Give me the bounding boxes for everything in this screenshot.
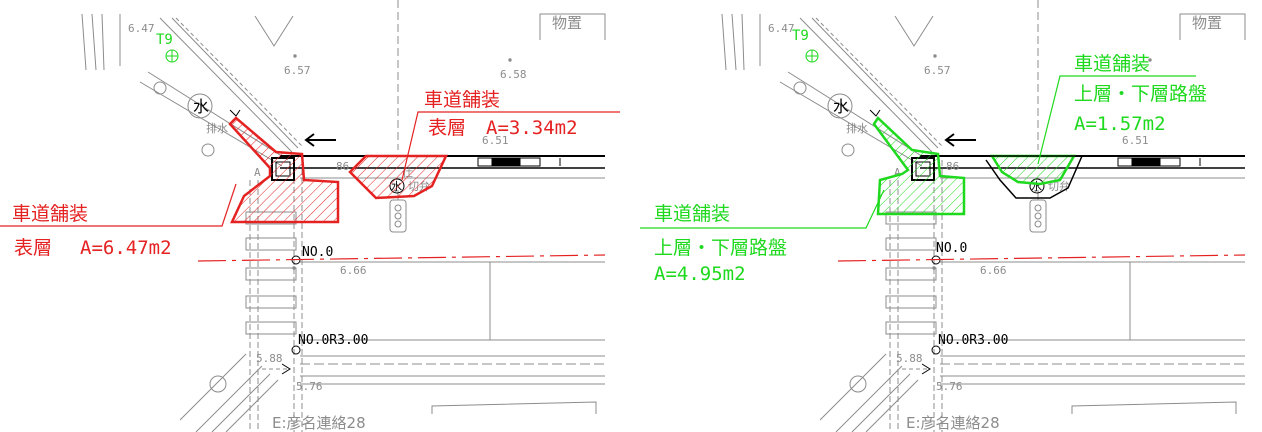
water-symbol: 水 <box>833 97 849 116</box>
right-plan-panel: 6.47 6.57 6.51 6.66 5.88 5.76 86 A 排水 切弁… <box>640 0 1246 432</box>
elevation-label: 5.76 <box>936 380 963 393</box>
label-a-area: A=1.57m2 <box>1074 113 1166 135</box>
label-b-area: A=6.47m2 <box>80 237 172 259</box>
label-a-area: A=3.34m2 <box>486 117 578 139</box>
grid-label: E:彦名連絡28 <box>906 414 1000 432</box>
area-a-outline <box>985 155 1084 199</box>
label-a-line1: 車道舗装 <box>1074 53 1150 75</box>
elevation-label: 86 <box>946 160 959 173</box>
elevation-label: 6.57 <box>284 64 311 77</box>
elevation-label: 6.66 <box>980 264 1007 277</box>
leader-line-b <box>640 189 885 229</box>
tree-marker: T9 <box>156 32 179 63</box>
station-label: NO.0R3.00 <box>298 333 368 348</box>
elevation-label: 6.66 <box>340 264 367 277</box>
water-symbol-small: 水 <box>1031 180 1042 193</box>
label-a-line2: 表層 <box>428 117 466 139</box>
pavement-area-b <box>228 116 340 224</box>
elevation-label: 6.58 <box>500 68 527 81</box>
elevation-label: 6.47 <box>128 22 155 35</box>
elevation-label: 5.88 <box>896 352 923 365</box>
tree-label: T9 <box>156 32 173 48</box>
center-line <box>197 254 606 262</box>
elevation-label: 5.88 <box>256 352 283 365</box>
a-mark: A <box>254 166 261 179</box>
label-b-line1: 車道舗装 <box>12 203 88 225</box>
grid-label: E:彦名連絡28 <box>272 414 366 432</box>
pavement-area-a <box>348 154 448 200</box>
building-label: 物置 <box>552 14 582 32</box>
tree-label: T9 <box>792 28 809 44</box>
a-mark: A <box>894 166 901 179</box>
tree-marker: T9 <box>792 28 819 63</box>
label-b-area: A=4.95m2 <box>654 263 746 285</box>
station-label: NO.0R3.00 <box>938 333 1008 348</box>
base-drawing <box>721 0 1246 432</box>
building-label: 物置 <box>1192 14 1222 32</box>
station-label: NO.0 <box>302 245 333 260</box>
base-drawing <box>81 0 606 432</box>
label-a-line2: 上層・下層路盤 <box>1074 83 1207 105</box>
station-label: NO.0 <box>936 241 967 256</box>
label-b-line2: 上層・下層路盤 <box>654 237 787 259</box>
leader-line-a <box>401 111 620 181</box>
elevation-label: 6.51 <box>1122 134 1149 147</box>
drain-label: 排水 <box>846 121 868 135</box>
elevation-label: 6.51 <box>482 134 509 147</box>
elevation-label: 6.47 <box>768 22 795 35</box>
drain-label: 排水 <box>206 121 228 135</box>
elevation-label: 6.57 <box>924 64 951 77</box>
water-symbol: 水 <box>193 97 209 116</box>
leader-line-b <box>0 183 237 227</box>
label-b-line1: 車道舗装 <box>654 203 730 225</box>
subbase-area-b <box>872 116 966 216</box>
elevation-label: 86 <box>336 160 349 173</box>
label-b-line2: 表層 <box>14 237 52 259</box>
base-labels: 6.47 6.57 6.58 6.51 6.66 5.88 5.76 86 A … <box>128 14 582 432</box>
base-labels: 6.47 6.57 6.51 6.66 5.88 5.76 86 A 排水 切弁… <box>768 14 1222 432</box>
left-plan-panel: 6.47 6.57 6.58 6.51 6.66 5.88 5.76 86 A … <box>0 0 620 432</box>
elevation-label: 5.76 <box>296 380 323 393</box>
center-line <box>837 254 1246 262</box>
label-a-line1: 車道舗装 <box>424 89 500 111</box>
leader-line-a <box>1037 75 1196 165</box>
